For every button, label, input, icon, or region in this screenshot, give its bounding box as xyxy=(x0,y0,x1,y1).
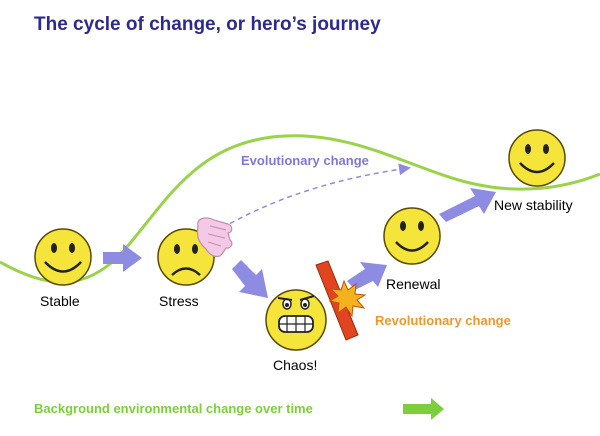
stage-label-new-stability: New stability xyxy=(494,197,573,213)
arrow-renewal-to-new-stability xyxy=(439,188,496,222)
evolutionary-change-label: Evolutionary change xyxy=(241,153,369,168)
arrow-stable-to-stress xyxy=(103,244,142,272)
stage-label-stress: Stress xyxy=(159,293,199,309)
arrow-stress-to-chaos xyxy=(232,260,268,298)
footer-arrow xyxy=(403,398,444,420)
environment-curve xyxy=(0,134,600,284)
revolutionary-change-label: Revolutionary change xyxy=(375,313,511,328)
footer-caption: Background environmental change over tim… xyxy=(34,401,313,416)
stage-label-chaos: Chaos! xyxy=(273,357,318,373)
stage-label-stable: Stable xyxy=(40,293,80,309)
hand-on-forehead-icon xyxy=(196,217,233,258)
arrow-chaos-to-renewal xyxy=(347,262,387,290)
slide-title: The cycle of change, or hero’s journey xyxy=(34,14,381,35)
renewal-smiley-icon xyxy=(383,207,441,265)
new-stability-smiley-icon xyxy=(508,129,566,187)
evolutionary-path-arrow xyxy=(221,163,411,229)
stable-smiley-icon xyxy=(34,228,92,286)
stage-label-renewal: Renewal xyxy=(386,276,441,292)
chaos-grimace-icon xyxy=(265,289,327,351)
explosion-burst-icon xyxy=(328,279,367,318)
